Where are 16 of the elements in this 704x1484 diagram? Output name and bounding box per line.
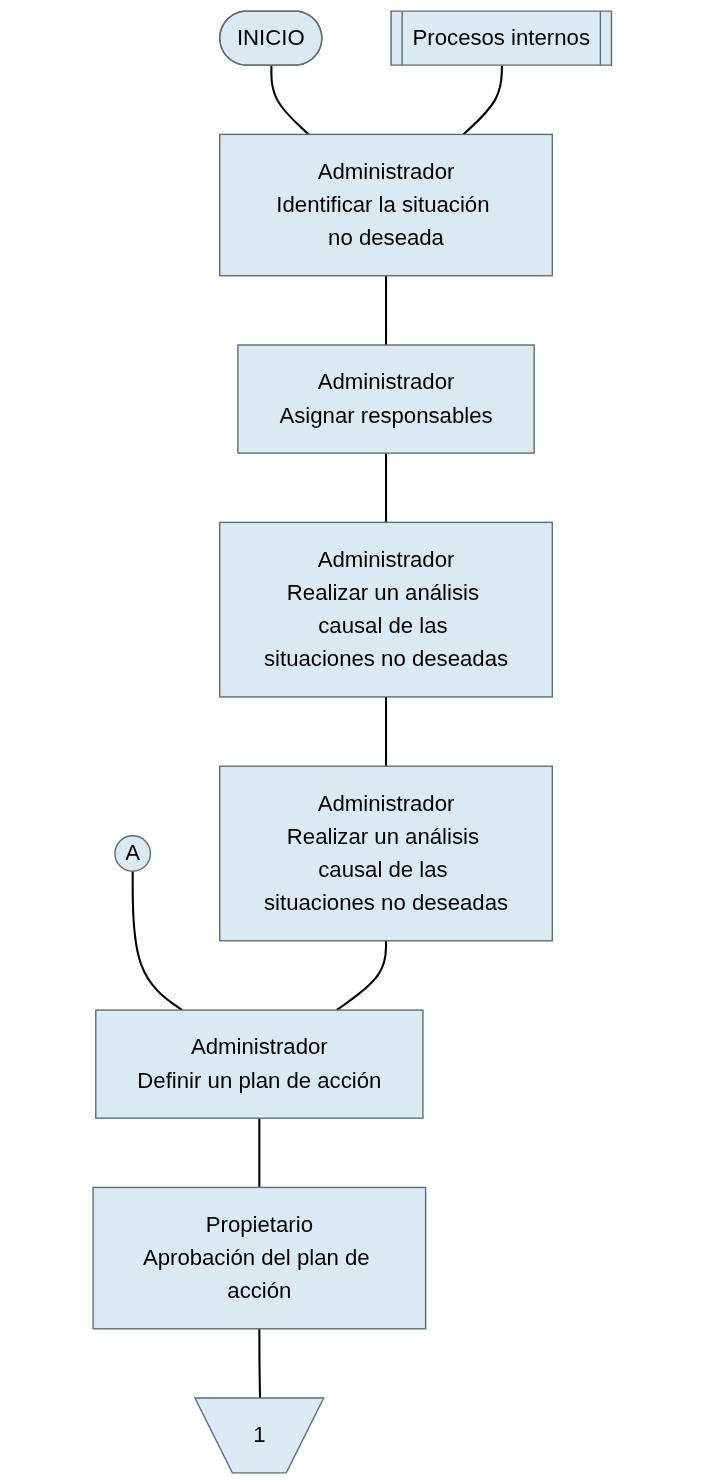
connector	[335, 940, 387, 1011]
node-box: Propietario Aprobación del plan de acción	[92, 1186, 427, 1330]
connector	[384, 453, 387, 523]
connector	[258, 1328, 261, 1399]
node-box: Administrador Definir un plan de acción	[94, 1009, 424, 1119]
connector	[258, 1118, 261, 1188]
connector	[131, 871, 183, 1011]
node-box: Administrador Identificar la situación no deseada	[218, 133, 553, 277]
node-box: Administrador Asignar responsables	[236, 344, 535, 454]
connector	[384, 696, 387, 767]
node-box: Administrador Realizar un análisis causal de las situaciones no deseadas	[218, 521, 553, 698]
node-circle: A	[113, 835, 151, 872]
connector	[384, 275, 387, 345]
connector	[270, 65, 310, 136]
node-box: Administrador Realizar un análisis causal de las situaciones no deseadas	[218, 765, 553, 942]
connector	[462, 65, 503, 136]
